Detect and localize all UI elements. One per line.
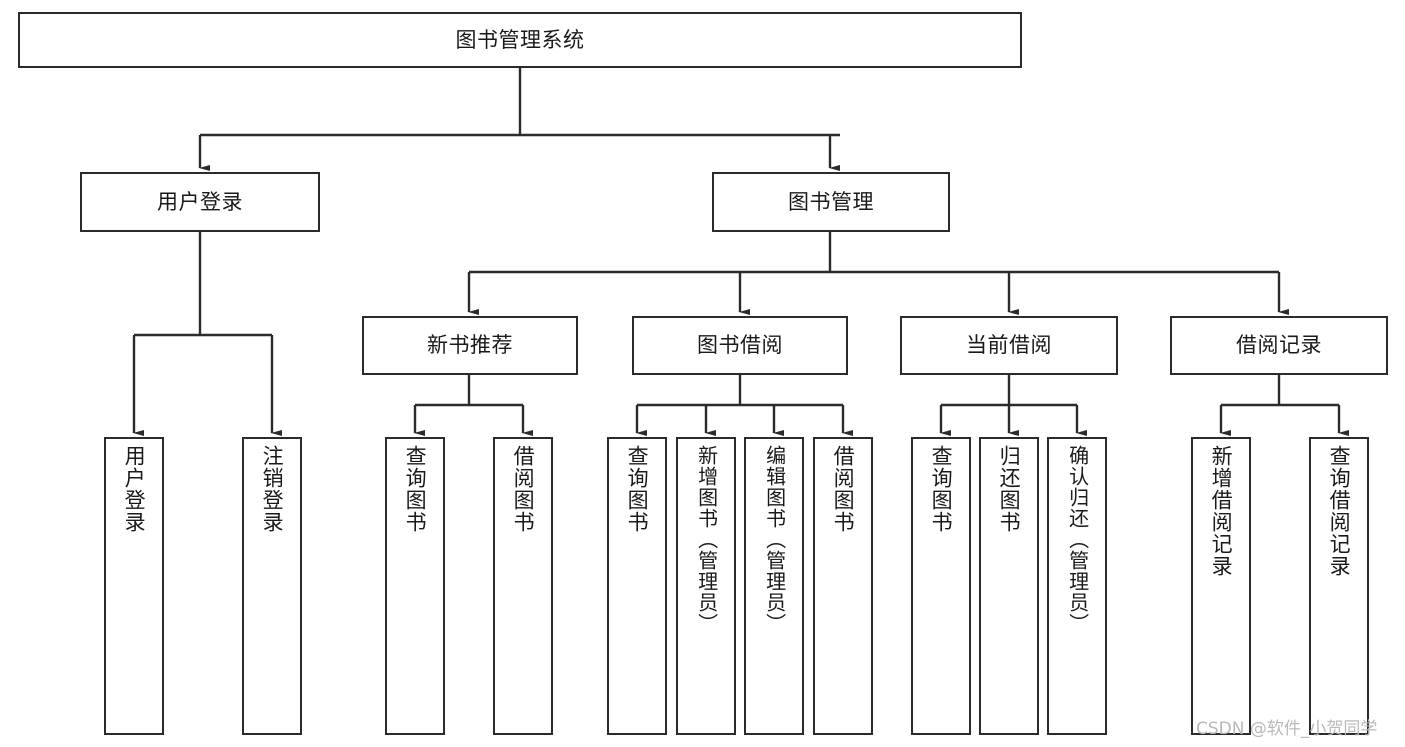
node-book-borrow-label: 图书借阅 bbox=[697, 333, 783, 358]
node-leaf-add-book-label: 新增图书（管理员） bbox=[694, 445, 719, 634]
node-root-label: 图书管理系统 bbox=[455, 27, 585, 52]
node-leaf-return-book-label: 归还图书 bbox=[997, 445, 1022, 533]
node-leaf-borrow-book-2[interactable]: 借阅图书 bbox=[813, 437, 873, 735]
node-leaf-user-login-label: 用户登录 bbox=[122, 445, 147, 533]
node-leaf-borrow-book-1[interactable]: 借阅图书 bbox=[493, 437, 553, 735]
node-leaf-query-book-3-label: 查询图书 bbox=[929, 445, 954, 533]
node-current-borrow[interactable]: 当前借阅 bbox=[900, 316, 1118, 375]
node-leaf-query-record[interactable]: 查询借阅记录 bbox=[1309, 437, 1369, 735]
node-book-manage[interactable]: 图书管理 bbox=[712, 172, 950, 232]
node-new-book-recommend[interactable]: 新书推荐 bbox=[362, 316, 578, 375]
node-borrow-record-label: 借阅记录 bbox=[1236, 333, 1322, 358]
node-leaf-borrow-book-2-label: 借阅图书 bbox=[831, 445, 856, 533]
node-new-book-recommend-label: 新书推荐 bbox=[427, 333, 513, 358]
node-leaf-query-book-1-label: 查询图书 bbox=[403, 445, 428, 533]
node-leaf-query-book-1[interactable]: 查询图书 bbox=[385, 437, 445, 735]
node-leaf-confirm-return[interactable]: 确认归还（管理员） bbox=[1047, 437, 1107, 735]
node-leaf-return-book[interactable]: 归还图书 bbox=[979, 437, 1039, 735]
node-book-borrow[interactable]: 图书借阅 bbox=[632, 316, 848, 375]
node-leaf-edit-book[interactable]: 编辑图书（管理员） bbox=[744, 437, 804, 735]
node-book-manage-label: 图书管理 bbox=[788, 189, 874, 214]
node-leaf-query-book-3[interactable]: 查询图书 bbox=[911, 437, 971, 735]
node-leaf-edit-book-label: 编辑图书（管理员） bbox=[762, 445, 787, 634]
node-leaf-add-record-label: 新增借阅记录 bbox=[1209, 445, 1234, 577]
node-leaf-confirm-return-label: 确认归还（管理员） bbox=[1065, 445, 1090, 634]
node-leaf-add-book[interactable]: 新增图书（管理员） bbox=[676, 437, 736, 735]
node-leaf-add-record[interactable]: 新增借阅记录 bbox=[1191, 437, 1251, 735]
node-user-login[interactable]: 用户登录 bbox=[80, 172, 320, 232]
node-leaf-logout-login-label: 注销登录 bbox=[260, 445, 285, 533]
node-leaf-query-book-2[interactable]: 查询图书 bbox=[607, 437, 667, 735]
csdn-watermark: CSDN @软件_小贺同学 bbox=[1196, 719, 1378, 739]
node-leaf-user-login[interactable]: 用户登录 bbox=[104, 437, 164, 735]
node-leaf-borrow-book-1-label: 借阅图书 bbox=[511, 445, 536, 533]
node-borrow-record[interactable]: 借阅记录 bbox=[1170, 316, 1388, 375]
node-leaf-query-record-label: 查询借阅记录 bbox=[1327, 445, 1352, 577]
node-root[interactable]: 图书管理系统 bbox=[18, 12, 1022, 68]
node-leaf-logout-login[interactable]: 注销登录 bbox=[242, 437, 302, 735]
node-user-login-label: 用户登录 bbox=[157, 189, 243, 214]
node-leaf-query-book-2-label: 查询图书 bbox=[625, 445, 650, 533]
node-current-borrow-label: 当前借阅 bbox=[966, 333, 1052, 358]
